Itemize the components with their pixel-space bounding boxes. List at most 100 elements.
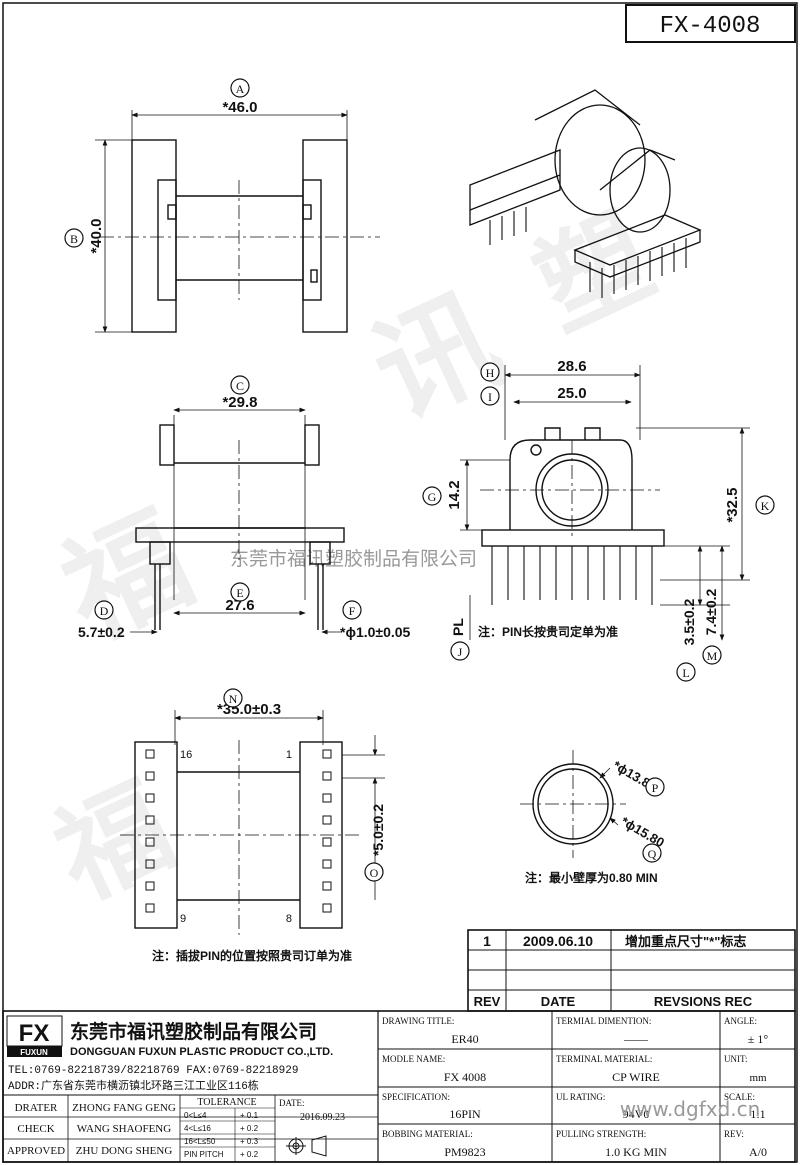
rev-header-rev: REV — [474, 994, 501, 1009]
drawing-title: ER40 — [451, 1032, 478, 1046]
balloon-letter: A — [236, 82, 245, 96]
company-tel: TEL:0769-82218739/82218769 FAX:0769-8221… — [8, 1065, 298, 1077]
ul-rating: 94V0 — [623, 1107, 650, 1121]
balloon-letter: G — [428, 490, 437, 504]
tol-range-2: 4<L≤16 — [184, 1124, 211, 1133]
company-name-cn: 东莞市福讯塑胶制品有限公司 — [70, 1020, 317, 1043]
balloon-letter: C — [236, 379, 244, 393]
dim-k: *32.5 — [724, 487, 741, 522]
date-label: DATE: — [279, 1098, 305, 1108]
balloon-h: H — [480, 362, 500, 382]
dim-d: 5.7±0.2 — [78, 624, 125, 640]
angle-value: ± 1° — [748, 1032, 769, 1046]
balloon-i: I — [480, 386, 500, 406]
balloon-letter: M — [707, 649, 718, 663]
website-watermark: www.dgfxd.cn — [620, 1097, 761, 1121]
rev-row1-date: 2009.06.10 — [523, 933, 593, 949]
balloon-d: D — [94, 600, 114, 620]
model-label: MODLE NAME: — [382, 1054, 445, 1064]
part-number: FX-4008 — [660, 13, 761, 40]
side-view — [460, 365, 750, 641]
dim-g: 14.2 — [446, 480, 463, 509]
balloon-letter: L — [682, 666, 689, 680]
watermark-company: 东莞市福讯塑胶制品有限公司 — [230, 548, 477, 570]
logo-sub-bar — [7, 1046, 62, 1057]
model-value: FX 4008 — [444, 1070, 486, 1084]
balloon-q: Q — [642, 843, 662, 863]
balloon-letter: N — [229, 692, 238, 706]
drater-name: ZHONG FANG GENG — [72, 1102, 176, 1114]
pulling-strength-label: PULLING STRENGTH: — [556, 1129, 646, 1139]
dim-b: *40.0 — [88, 218, 105, 253]
ul-rating-label: UL RATING: — [556, 1092, 605, 1102]
scale-value: 1:1 — [750, 1107, 765, 1121]
pin-label-9: 9 — [180, 913, 186, 925]
rev-value: A/0 — [749, 1145, 767, 1159]
terminal-dim: —— — [623, 1032, 649, 1046]
unit-value: mm — [749, 1072, 767, 1084]
company-logo-sub: FUXUN — [20, 1048, 48, 1057]
dim-q: *ϕ15.80 — [619, 814, 668, 851]
rev-header-desc: REVSIONS REC — [654, 994, 753, 1009]
watermark: 福 讯 塑 福 东莞市福讯塑胶制品有限公司 — [36, 190, 671, 924]
drater-label: DRATER — [15, 1102, 58, 1114]
rev-row1-desc: 增加重点尺寸"*"标志 — [625, 934, 746, 949]
terminal-dim-label: TERMIAL DIMENTION: — [556, 1016, 651, 1026]
balloon-letter: O — [370, 866, 379, 880]
angle-label: ANGLE: — [724, 1016, 757, 1026]
section-view — [520, 750, 626, 858]
dim-a: *46.0 — [222, 99, 257, 116]
balloon-letter: D — [100, 604, 109, 618]
company-logo: FX — [19, 1020, 50, 1047]
balloon-e: E — [230, 582, 250, 602]
unit-label: UNIT: — [724, 1054, 748, 1064]
svg-text:福: 福 — [36, 760, 191, 924]
dim-i: 25.0 — [557, 385, 586, 402]
check-label: CHECK — [17, 1123, 54, 1135]
part-number-box — [625, 4, 796, 43]
top-view — [95, 110, 380, 333]
rev-header-date: DATE — [541, 994, 576, 1009]
front-view — [130, 407, 345, 635]
tol-range-4: PIN PITCH — [184, 1150, 224, 1159]
company-address: ADDR:广东省东莞市横沥镇北环路三江工业区116栋 — [8, 1078, 259, 1093]
balloon-letter: P — [652, 781, 659, 795]
balloon-b: B — [64, 228, 84, 248]
balloon-m: M — [702, 645, 722, 665]
bottom-view — [120, 710, 385, 935]
projection-symbol — [286, 1135, 327, 1157]
specification: 16PIN — [449, 1107, 481, 1121]
balloon-n: N — [223, 688, 243, 708]
bobbin-material-label: BOBBING MATERIAL: — [382, 1129, 473, 1139]
dim-l: 3.5±0.2 — [681, 598, 697, 645]
balloon-l: L — [676, 662, 696, 682]
isometric-view — [469, 89, 702, 298]
tol-value-2: + 0.2 — [240, 1124, 259, 1133]
drawing-title-label: DRAWING TITLE: — [382, 1016, 454, 1026]
note-pin-length: 注：PIN长按贵司定单为准 — [478, 624, 618, 639]
terminal-material-label: TERMINAL MATERIAL: — [556, 1054, 652, 1064]
dim-h: 28.6 — [557, 358, 586, 375]
tol-value-1: + 0.1 — [240, 1111, 259, 1120]
balloon-letter: Q — [648, 847, 657, 861]
title-block-grid — [2, 1010, 796, 1163]
approved-name: ZHU DONG SHENG — [76, 1145, 173, 1157]
balloon-k: K — [755, 495, 775, 515]
dim-m: 7.4±0.2 — [703, 588, 719, 635]
check-name: WANG SHAOFENG — [77, 1123, 171, 1135]
balloon-letter: H — [486, 366, 495, 380]
pin-label-1: 1 — [286, 749, 292, 761]
dim-e: 27.6 — [225, 597, 254, 614]
company-name-en: DONGGUAN FUXUN PLASTIC PRODUCT CO.,LTD. — [70, 1046, 333, 1058]
specification-label: SPECIFICATION: — [382, 1092, 450, 1102]
tol-range-1: 0<L≤4 — [184, 1111, 207, 1120]
rev-label: REV: — [724, 1129, 744, 1139]
tol-range-3: 16<L≤50 — [184, 1137, 216, 1146]
dim-o: *5.0±0.2 — [370, 804, 386, 856]
pulling-strength: 1.0 KG MIN — [605, 1145, 667, 1159]
balloon-p: P — [645, 777, 665, 797]
balloon-j: J — [450, 641, 470, 661]
tolerance-label: TOLERANCE — [197, 1097, 256, 1108]
balloon-letter: B — [70, 232, 78, 246]
